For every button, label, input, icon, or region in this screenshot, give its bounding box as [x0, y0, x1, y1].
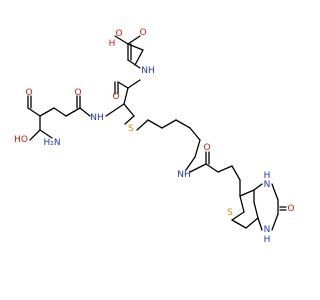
atom-o-amide-glycine: O — [112, 92, 119, 102]
atom-s-thiophane: S — [227, 208, 233, 218]
atom-o-carboxyl-top-double: O — [139, 28, 146, 38]
atom-o-glutamic-acid-double: O — [25, 88, 32, 98]
atom-h2n-glutamyl: H₂N — [43, 138, 60, 148]
atom-ho-glutamic-acid: HO — [14, 135, 28, 145]
molecule-canvas: O H O NH O O NH HO O H₂N S NH O S H N O … — [14, 28, 295, 245]
atom-o-urea: O — [287, 204, 294, 214]
atom-h-urea-bottom: H — [264, 235, 271, 245]
atom-n-urea-bottom: N — [264, 225, 271, 235]
atom-o-amide-glutamyl: O — [74, 88, 81, 98]
structure-diagram: O H O NH O O NH HO O H₂N S NH O S H N O … — [14, 28, 294, 245]
atom-nh-glutamyl: NH — [90, 113, 104, 123]
atom-nh-biotin-amide: NH — [177, 170, 191, 180]
bond-lines — [27, 35, 287, 231]
atom-h-urea-top: H — [264, 171, 271, 181]
atom-s-thioether: S — [128, 124, 134, 134]
atom-n-urea-top: N — [264, 180, 271, 190]
atom-nh-glycine: NH — [141, 66, 155, 76]
atom-h-carboxyl-top: H — [109, 39, 116, 49]
atom-o-carboxyl-top: O — [115, 29, 122, 39]
atom-labels: O H O NH O O NH HO O H₂N S NH O S H N O … — [14, 28, 294, 245]
atom-o-biotin-amide: O — [203, 143, 210, 153]
